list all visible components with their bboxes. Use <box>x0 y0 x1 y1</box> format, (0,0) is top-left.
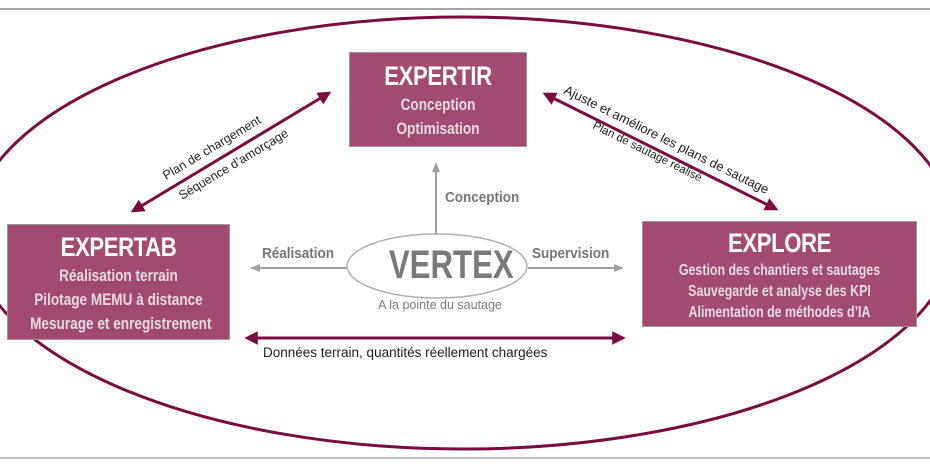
outer-cycle-ellipse <box>0 15 930 451</box>
module-explore-title: EXPLORE <box>728 228 831 258</box>
top-divider <box>0 8 930 10</box>
module-expertab: EXPERTAB Réalisation terrain Pilotage ME… <box>7 224 230 340</box>
flow-arrow-expertir-explore <box>542 92 779 211</box>
spoke-label-supervision: Supervision <box>532 245 610 262</box>
module-expertab-line: Pilotage MEMU à distance <box>34 290 203 309</box>
spoke-label-conception: Conception <box>445 189 520 206</box>
vertex-hub-ellipse <box>346 233 528 299</box>
module-explore-line: Alimentation de méthodes d’IA <box>688 304 871 321</box>
flow-label-ajuste-ameliore: Ajuste et améliore les plans de sautage <box>562 82 772 197</box>
module-expertab-line: Mesurage et enregistrement <box>30 314 212 333</box>
module-expertab-line: Réalisation terrain <box>59 266 178 285</box>
spoke-label-realisation: Réalisation <box>262 245 335 262</box>
bottom-divider <box>0 457 930 459</box>
module-explore-line: Gestion des chantiers et sautages <box>678 262 881 279</box>
flow-arrow-expertab-expertir <box>130 91 332 213</box>
module-expertir: EXPERTIR Conception Optimisation <box>349 52 527 147</box>
vertex-hub-tagline: A la pointe du sautage <box>378 298 502 312</box>
module-expertir-line: Optimisation <box>396 119 480 138</box>
vertex-hub-title: VERTEX <box>388 243 514 287</box>
module-expertir-line: Conception <box>400 95 476 114</box>
module-expertab-title: EXPERTAB <box>60 232 177 262</box>
module-explore-line: Sauvegarde et analyse des KPI <box>688 283 871 300</box>
module-expertir-title: EXPERTIR <box>384 61 492 91</box>
flow-label-donnees-terrain: Données terrain, quantités réellement ch… <box>263 345 548 360</box>
module-explore: EXPLORE Gestion des chantiers et sautage… <box>642 221 917 327</box>
